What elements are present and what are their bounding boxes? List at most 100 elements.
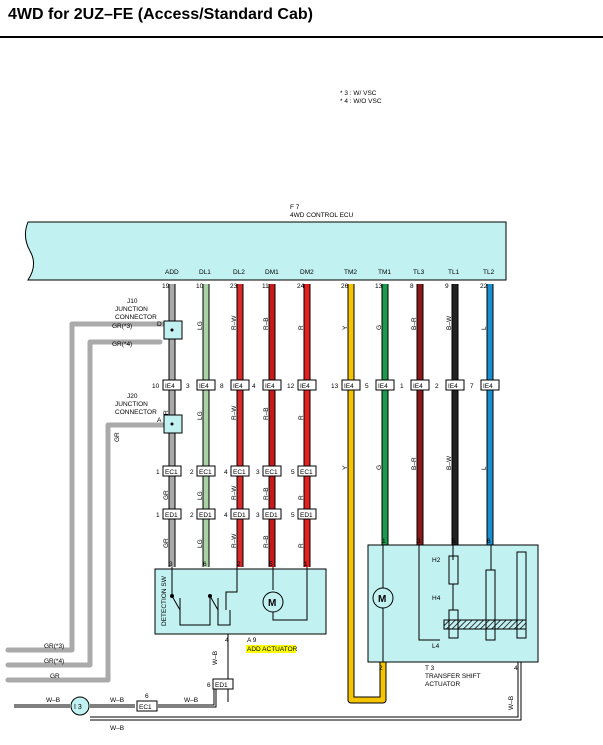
- transfer-motor-icon: [372, 587, 394, 609]
- ie4-label-2: IE4: [233, 383, 243, 390]
- ie4-label-0: IE4: [165, 383, 175, 390]
- ed1-connector-4: [297, 508, 317, 520]
- transfer-name-1: TRANSFER SHIFT: [425, 673, 481, 680]
- wire-color-label4-3: R–B: [263, 535, 270, 548]
- wire-color-label-5: Y: [342, 325, 349, 330]
- ie4-connector-7: [410, 379, 430, 391]
- left-wb-label: W–B: [46, 697, 60, 704]
- right-wb-label: W–B: [184, 697, 198, 704]
- ec1-label-4: EC1: [300, 469, 313, 476]
- ie4-label-1: IE4: [199, 383, 209, 390]
- actuator-pin-0: 3: [169, 561, 173, 568]
- ie4-connector-1: [196, 379, 216, 391]
- svg-text:M: M: [268, 598, 276, 609]
- left-gray-harness: [5, 321, 168, 683]
- actuator-pin4: 4: [225, 637, 229, 644]
- ec1-pin-3: 3: [256, 469, 260, 476]
- wire-color-label2-6: G: [376, 465, 383, 470]
- wire-color-label2-2: R–W: [231, 405, 238, 420]
- terminal-label-4: DM2: [300, 269, 314, 276]
- wire-color-label3-0: GR: [163, 490, 170, 500]
- terminal-label-7: TL3: [413, 269, 425, 276]
- wire-color-label-4: R: [298, 325, 305, 330]
- ec1-pin-0: 1: [156, 469, 160, 476]
- ed1-ground-pin: 6: [207, 682, 211, 689]
- ie4-pin-6: 5: [365, 383, 369, 390]
- ie4-connector-5: [341, 379, 361, 391]
- ec1-label-3: EC1: [265, 469, 278, 476]
- ie4-label-3: IE4: [265, 383, 275, 390]
- add-actuator-box: [154, 568, 327, 635]
- wire-color-label2-5: Y: [342, 465, 349, 470]
- terminal-label-2: DL2: [233, 269, 245, 276]
- ie4-label-7: IE4: [413, 383, 423, 390]
- j10-gr4-label: GR(*4): [112, 341, 132, 348]
- wire-color-label2-9: L: [481, 466, 488, 470]
- ecu-ref: F 7: [290, 204, 300, 211]
- detection-sw-label: DETECTION SW: [161, 575, 168, 626]
- j10-ref: J10: [127, 298, 138, 305]
- terminal-label-3: DM1: [265, 269, 279, 276]
- ed1-pin-2: 4: [224, 512, 228, 519]
- transfer-name-2: ACTUATOR: [425, 681, 460, 688]
- ie4-label-8: IE4: [448, 383, 458, 390]
- note-no-vsc: * 4 : W/O VSC: [340, 98, 382, 105]
- wire-color-label2-4: R: [298, 415, 305, 420]
- ed1-ground-connector: [212, 678, 234, 690]
- j10-gr3-label: GR(*3): [112, 323, 132, 330]
- wire-color-label2-7: B–R: [411, 457, 418, 470]
- mid-wb-label: W–B: [110, 697, 124, 704]
- terminal-label-1: DL1: [199, 269, 211, 276]
- wire-color-label-6: G: [376, 325, 383, 330]
- ie4-connector-8: [445, 379, 465, 391]
- transfer-pin2: 2: [379, 665, 383, 672]
- j10-pin-d: D: [157, 321, 162, 328]
- ec1-ground-label: EC1: [139, 704, 152, 711]
- ed1-label-4: ED1: [300, 512, 313, 519]
- ec1-connector-2: [230, 465, 250, 477]
- ie4-connector-6: [375, 379, 395, 391]
- actuator-name: ADD ACTUATOR: [247, 646, 298, 653]
- ie4-label-9: IE4: [483, 383, 493, 390]
- ed1-label-3: ED1: [265, 512, 278, 519]
- ec1-ground-pin: 6: [145, 693, 149, 700]
- ec1-ground-connector: [136, 700, 158, 712]
- terminal-label-0: ADD: [165, 269, 179, 276]
- terminal-label-9: TL2: [483, 269, 495, 276]
- wire-color-label3-4: R: [298, 495, 305, 500]
- wire-color-label4-4: R: [298, 543, 305, 548]
- ie4-pin-9: 7: [470, 383, 474, 390]
- actuator-ref: A 9: [247, 637, 257, 644]
- terminal-pin-0: 19: [162, 283, 170, 290]
- transfer-pin-7: 3: [417, 538, 421, 545]
- ec1-connector-4: [297, 465, 317, 477]
- j20-label-1: JUNCTION: [115, 401, 148, 408]
- j10-label-2: CONNECTOR: [115, 314, 157, 321]
- ed1-ground-label: ED1: [215, 682, 228, 689]
- wire-color-label4-1: LG: [197, 539, 204, 548]
- ec1-label-2: EC1: [233, 469, 246, 476]
- page-title: 4WD for 2UZ–FE (Access/Standard Cab): [8, 6, 313, 23]
- terminal-pin-1: 10: [196, 283, 204, 290]
- j20-label-2: CONNECTOR: [115, 409, 157, 416]
- detection-switch: [170, 567, 308, 626]
- wire-color-label-3: R–B: [263, 317, 270, 330]
- title-rule: [0, 36, 603, 38]
- ground-ref: I 3: [74, 704, 82, 711]
- terminal-pin-6: 13: [375, 283, 383, 290]
- actuator-wire-label: W–B: [212, 651, 219, 665]
- ec1-pin-4: 5: [291, 469, 295, 476]
- wire-color-label2-8: B–W: [446, 455, 453, 470]
- ecu-name: 4WD CONTROL ECU: [290, 212, 354, 219]
- shift-fork-bar: [443, 619, 527, 630]
- terminal-pin-7: 8: [410, 283, 414, 290]
- terminal-pin-8: 9: [445, 283, 449, 290]
- ie4-pin-5: 13: [331, 383, 339, 390]
- terminal-pin-3: 11: [262, 283, 269, 290]
- actuator-motor-icon: [262, 591, 284, 613]
- wire-color-label4-2: R–W: [231, 533, 238, 548]
- actuator-pin-1: 6: [203, 561, 207, 568]
- j20-wire-label: GR: [114, 432, 121, 442]
- wire-color-label-9: L: [481, 326, 488, 330]
